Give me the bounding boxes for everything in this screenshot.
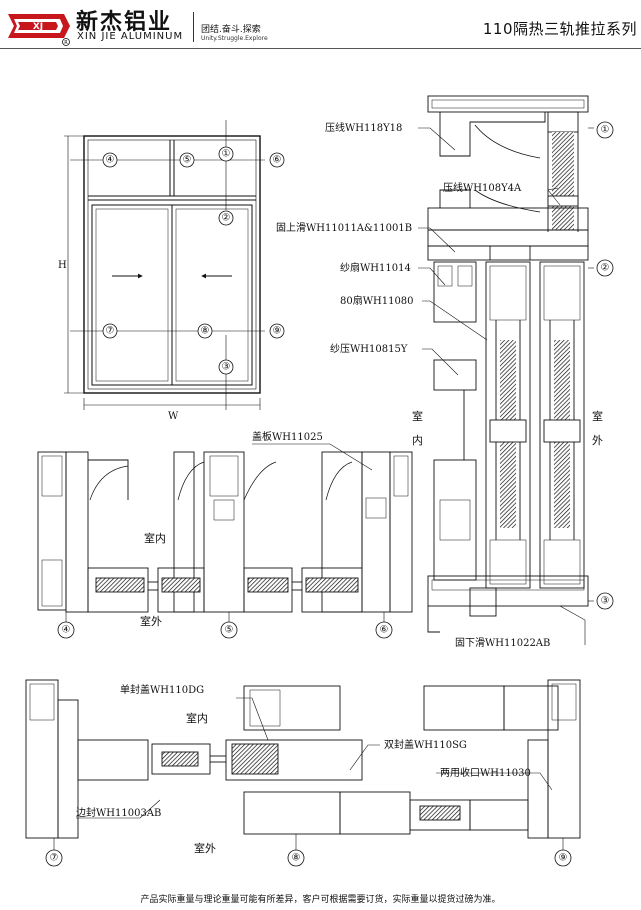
page-header: XJ R 新杰铝业 XIN JIE ALUMINUM 团结.奋斗.探索 Unit… <box>0 0 641 50</box>
label-guxiahua: 固下滑WH11022AB <box>455 637 550 649</box>
section-leaders <box>418 127 594 645</box>
marker-7: ⑦ <box>106 326 115 337</box>
vertical-section <box>427 95 589 633</box>
label-bianfeng: 边封WH11003AB <box>76 806 161 819</box>
header-rule <box>0 48 641 49</box>
height-label: H <box>58 260 67 271</box>
label-liangyong: 两用收口WH11030 <box>440 766 531 779</box>
label-shuangfeng: 双封盖WH110SG <box>384 738 467 751</box>
section-marker-1: ① <box>601 125 610 136</box>
label-gushanghua: 固上滑WH11011A&11001B <box>276 222 412 234</box>
label-outdoor-456: 室外 <box>140 614 162 628</box>
section-marker-2: ② <box>601 263 610 274</box>
brand-name-cn: 新杰铝业 <box>76 10 173 35</box>
slogan-cn: 团结.奋斗.探索 <box>201 25 261 35</box>
xinjie-logo-icon: XJ R <box>8 14 70 46</box>
label-indoor-2: 内 <box>412 433 423 447</box>
marker-9: ⑨ <box>273 326 282 337</box>
label-danfeng: 单封盖WH110DG <box>120 683 204 696</box>
section-marker-5: ⑤ <box>225 625 234 636</box>
section-marker-7: ⑦ <box>50 853 59 864</box>
section-marker-3: ③ <box>601 596 610 607</box>
brand-name-en: XIN JIE ALUMINUM <box>77 31 184 42</box>
marker-3: ③ <box>222 362 231 373</box>
section-marker-9: ⑨ <box>559 853 568 864</box>
label-indoor-789: 室内 <box>186 711 208 725</box>
label-outdoor-1: 室 <box>592 409 603 423</box>
label-gaiban: 盖板WH11025 <box>252 430 323 443</box>
label-outdoor-2: 外 <box>592 434 603 447</box>
marker-1: ① <box>222 149 231 160</box>
elevation-markers <box>102 146 285 375</box>
section-marker-8: ⑧ <box>292 853 301 864</box>
label-80shan: 80扇WH11080 <box>340 294 414 307</box>
horizontal-section-789 <box>25 679 581 850</box>
window-elevation <box>64 120 265 410</box>
marker-6: ⑥ <box>273 155 282 166</box>
horizontal-section-456 <box>37 443 413 622</box>
label-yaxian-wh108y4a: 压线WH108Y4A <box>443 181 522 194</box>
footer-note: 产品实际重量与理论重量可能有所差异，客户可根据需要订货，实际重量以提货过磅为准。 <box>140 895 501 905</box>
slogan-en: Unity.Struggle.Explore <box>201 35 268 42</box>
section-marker-4: ④ <box>62 625 71 636</box>
section-marker-6: ⑥ <box>380 625 389 636</box>
label-shashan: 纱扇WH11014 <box>340 261 411 274</box>
logo-text: XJ <box>33 22 43 32</box>
series-title: 110隔热三轨推拉系列 <box>482 20 637 38</box>
label-indoor-456: 室内 <box>144 531 166 545</box>
marker-2: ② <box>222 213 231 224</box>
marker-5: ⑤ <box>183 155 192 166</box>
marker-8: ⑧ <box>201 326 210 337</box>
label-shaya: 纱压WH10815Y <box>330 343 408 355</box>
label-outdoor-789: 室外 <box>194 841 216 855</box>
registered-mark: R <box>64 40 68 46</box>
marker-4: ④ <box>106 155 115 166</box>
width-label: W <box>168 411 179 422</box>
label-indoor-1: 室 <box>412 409 423 423</box>
label-yaxian-wh118y18: 压线WH118Y18 <box>325 121 402 134</box>
header-divider <box>193 12 194 42</box>
